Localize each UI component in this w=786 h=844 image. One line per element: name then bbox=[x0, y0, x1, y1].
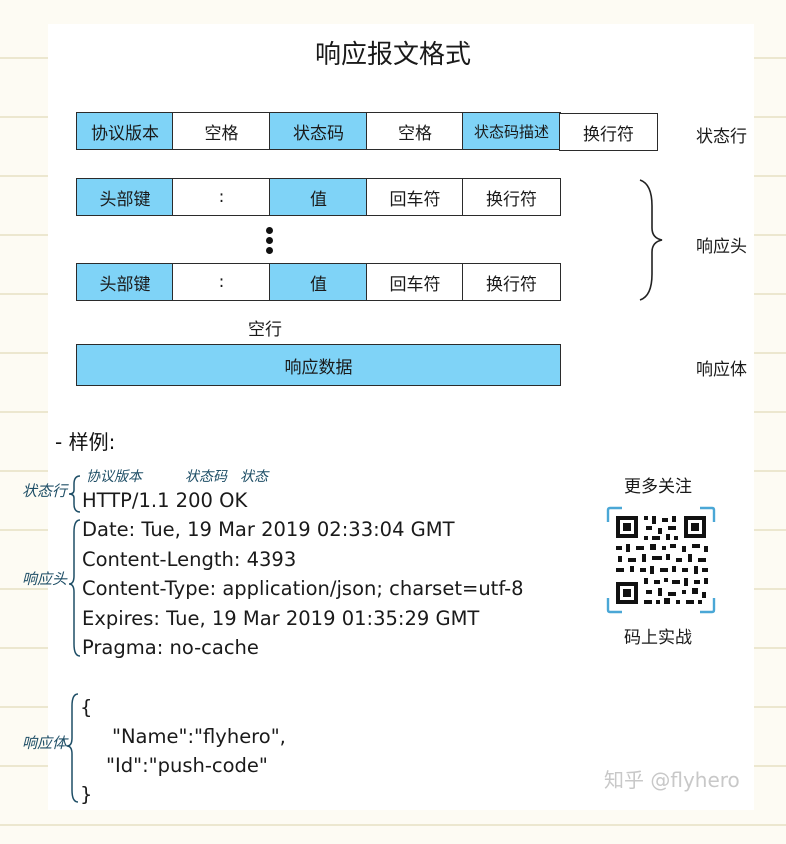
field-line-feed: 换行符 bbox=[462, 178, 561, 216]
status-line-brace bbox=[68, 475, 81, 513]
field-protocol-version: 协议版本 bbox=[76, 112, 174, 150]
field-header-key: 头部键 bbox=[76, 263, 174, 301]
handwritten-status-line: 状态行 bbox=[22, 482, 68, 500]
label-empty-line: 空行 bbox=[248, 320, 282, 340]
field-space: 空格 bbox=[172, 112, 271, 150]
label-headers: 响应头 bbox=[696, 237, 747, 257]
field-header-value: 值 bbox=[269, 263, 368, 301]
page-title: 响应报文格式 bbox=[314, 40, 471, 70]
http-body-line: { bbox=[80, 696, 93, 719]
http-header-line: Pragma: no-cache bbox=[82, 636, 259, 659]
field-line-feed: 换行符 bbox=[462, 263, 561, 301]
http-status-line: HTTP/1.1 200 OK bbox=[82, 489, 248, 512]
body-brace bbox=[66, 693, 79, 803]
field-status-code: 状态码 bbox=[269, 112, 368, 150]
ellipsis-dot bbox=[266, 237, 273, 244]
label-body: 响应体 bbox=[696, 360, 747, 380]
field-status-description: 状态码描述 bbox=[462, 112, 561, 150]
headers-brace bbox=[639, 179, 663, 301]
sample-heading: - 样例: bbox=[55, 430, 116, 454]
handwritten-body: 响应体 bbox=[22, 734, 68, 752]
field-header-value: 值 bbox=[269, 178, 368, 216]
http-header-line: Expires: Tue, 19 Mar 2019 01:35:29 GMT bbox=[82, 607, 480, 630]
qr-caption: 码上实战 bbox=[624, 628, 692, 648]
annotation-status-code: 状态码 bbox=[185, 469, 227, 485]
field-line-feed: 换行符 bbox=[559, 113, 658, 151]
field-header-key: 头部键 bbox=[76, 178, 174, 216]
field-carriage-return: 回车符 bbox=[366, 263, 464, 301]
http-body-line: } bbox=[80, 783, 93, 806]
qr-code-image bbox=[606, 506, 716, 614]
annotation-protocol-version: 协议版本 bbox=[86, 469, 142, 485]
field-space: 空格 bbox=[366, 112, 464, 150]
handwritten-headers: 响应头 bbox=[22, 570, 68, 588]
qr-title: 更多关注 bbox=[624, 477, 692, 497]
field-colon: : bbox=[172, 178, 271, 216]
http-header-line: Content-Type: application/json; charset=… bbox=[82, 577, 524, 600]
http-body-line: "Name":"flyhero", bbox=[112, 725, 286, 748]
diagram-card bbox=[48, 24, 754, 810]
label-status-line: 状态行 bbox=[696, 127, 747, 147]
http-body-line: "Id":"push-code" bbox=[106, 754, 268, 777]
field-carriage-return: 回车符 bbox=[366, 178, 464, 216]
ellipsis-dot bbox=[266, 227, 273, 234]
http-header-line: Content-Length: 4393 bbox=[82, 548, 297, 571]
annotation-status: 状态 bbox=[240, 469, 268, 485]
ellipsis-dot bbox=[266, 247, 273, 254]
watermark: 知乎 @flyhero bbox=[604, 768, 740, 792]
http-header-line: Date: Tue, 19 Mar 2019 02:33:04 GMT bbox=[82, 518, 455, 541]
headers-annotation-brace bbox=[68, 519, 81, 657]
field-response-data: 响应数据 bbox=[76, 344, 561, 386]
field-colon: : bbox=[172, 263, 271, 301]
